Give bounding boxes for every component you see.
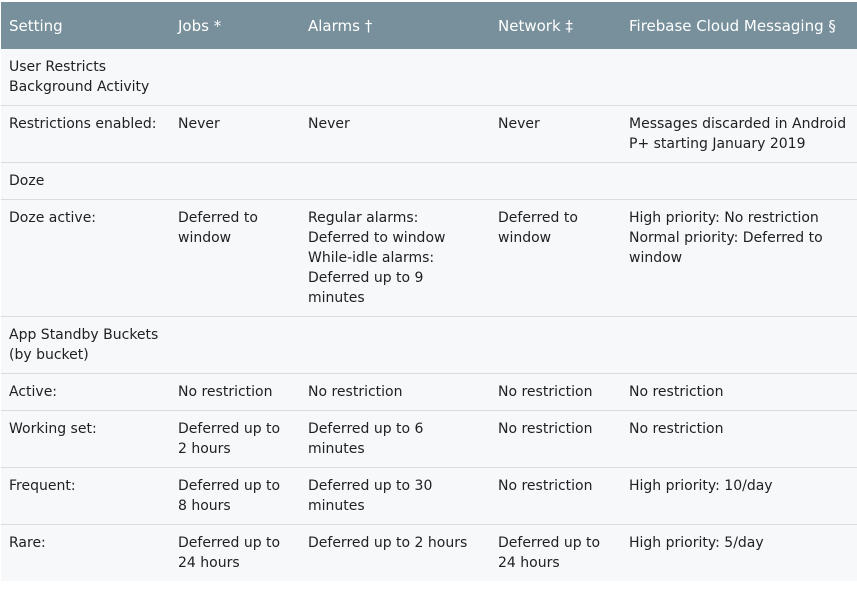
table-cell <box>490 49 621 106</box>
table-cell: No restriction <box>490 467 621 525</box>
table-cell: Deferred up to 6 minutes <box>300 410 490 468</box>
table-cell <box>170 316 300 374</box>
table-cell: Regular alarms: Deferred to window While… <box>300 199 490 317</box>
table-cell: No restriction <box>490 373 621 411</box>
table-cell: No restriction <box>300 373 490 411</box>
table-cell: Messages discarded in Android P+ startin… <box>621 105 857 163</box>
table-cell <box>490 162 621 200</box>
table-cell: Never <box>490 105 621 163</box>
table-cell <box>490 316 621 374</box>
table-cell: Never <box>300 105 490 163</box>
table-cell: High priority: 10/day <box>621 467 857 525</box>
row-label: Restrictions enabled: <box>1 105 170 163</box>
row-label: Working set: <box>1 410 170 468</box>
row-label: Active: <box>1 373 170 411</box>
table-row: Rare: Deferred up to 24 hours Deferred u… <box>1 524 857 581</box>
header-row: Setting Jobs * Alarms † Network ‡ Fireba… <box>1 2 857 49</box>
table-cell: No restriction <box>490 410 621 468</box>
header-jobs: Jobs * <box>170 2 300 49</box>
table-cell: Deferred up to 2 hours <box>170 410 300 468</box>
header-network: Network ‡ <box>490 2 621 49</box>
table-cell: Never <box>170 105 300 163</box>
header-setting: Setting <box>1 2 170 49</box>
table-cell <box>621 49 857 106</box>
table-cell: Deferred up to 30 minutes <box>300 467 490 525</box>
row-label: Doze active: <box>1 199 170 317</box>
table-row: Frequent: Deferred up to 8 hours Deferre… <box>1 467 857 525</box>
table-cell <box>170 162 300 200</box>
header-fcm: Firebase Cloud Messaging § <box>621 2 857 49</box>
table-cell: Deferred to window <box>490 199 621 317</box>
table-cell <box>621 162 857 200</box>
table-cell: No restriction <box>621 373 857 411</box>
section-user-restricts: User Restricts Background Activity <box>9 59 150 95</box>
table-row: Restrictions enabled: Never Never Never … <box>1 105 857 163</box>
table-cell: High priority: 5/day <box>621 524 857 581</box>
row-label: Frequent: <box>1 467 170 525</box>
table-cell: High priority: No restriction Normal pri… <box>621 199 857 317</box>
table-row: Active: No restriction No restriction No… <box>1 373 857 411</box>
table-row: Doze active: Deferred to window Regular … <box>1 199 857 317</box>
section-app-standby: App Standby Buckets (by bucket) <box>1 316 170 374</box>
table-row: Working set: Deferred up to 2 hours Defe… <box>1 410 857 468</box>
table-cell <box>300 316 490 374</box>
header-alarms: Alarms † <box>300 2 490 49</box>
table-row: Doze <box>1 162 857 200</box>
table-cell <box>170 49 300 106</box>
table-cell <box>621 316 857 374</box>
table-cell <box>300 49 490 106</box>
table-cell: Deferred up to 24 hours <box>170 524 300 581</box>
table-cell: Deferred to window <box>170 199 300 317</box>
table-row: User Restricts Background Activity <box>1 49 857 106</box>
table-row: App Standby Buckets (by bucket) <box>1 316 857 374</box>
table-cell: No restriction <box>621 410 857 468</box>
table-cell: No restriction <box>170 373 300 411</box>
table-cell: Deferred up to 8 hours <box>170 467 300 525</box>
restrictions-table: Setting Jobs * Alarms † Network ‡ Fireba… <box>1 2 857 581</box>
row-label: Rare: <box>1 524 170 581</box>
section-doze: Doze <box>1 162 170 200</box>
table-cell <box>300 162 490 200</box>
table-cell: Deferred up to 2 hours <box>300 524 490 581</box>
table-cell: Deferred up to 24 hours <box>490 524 621 581</box>
